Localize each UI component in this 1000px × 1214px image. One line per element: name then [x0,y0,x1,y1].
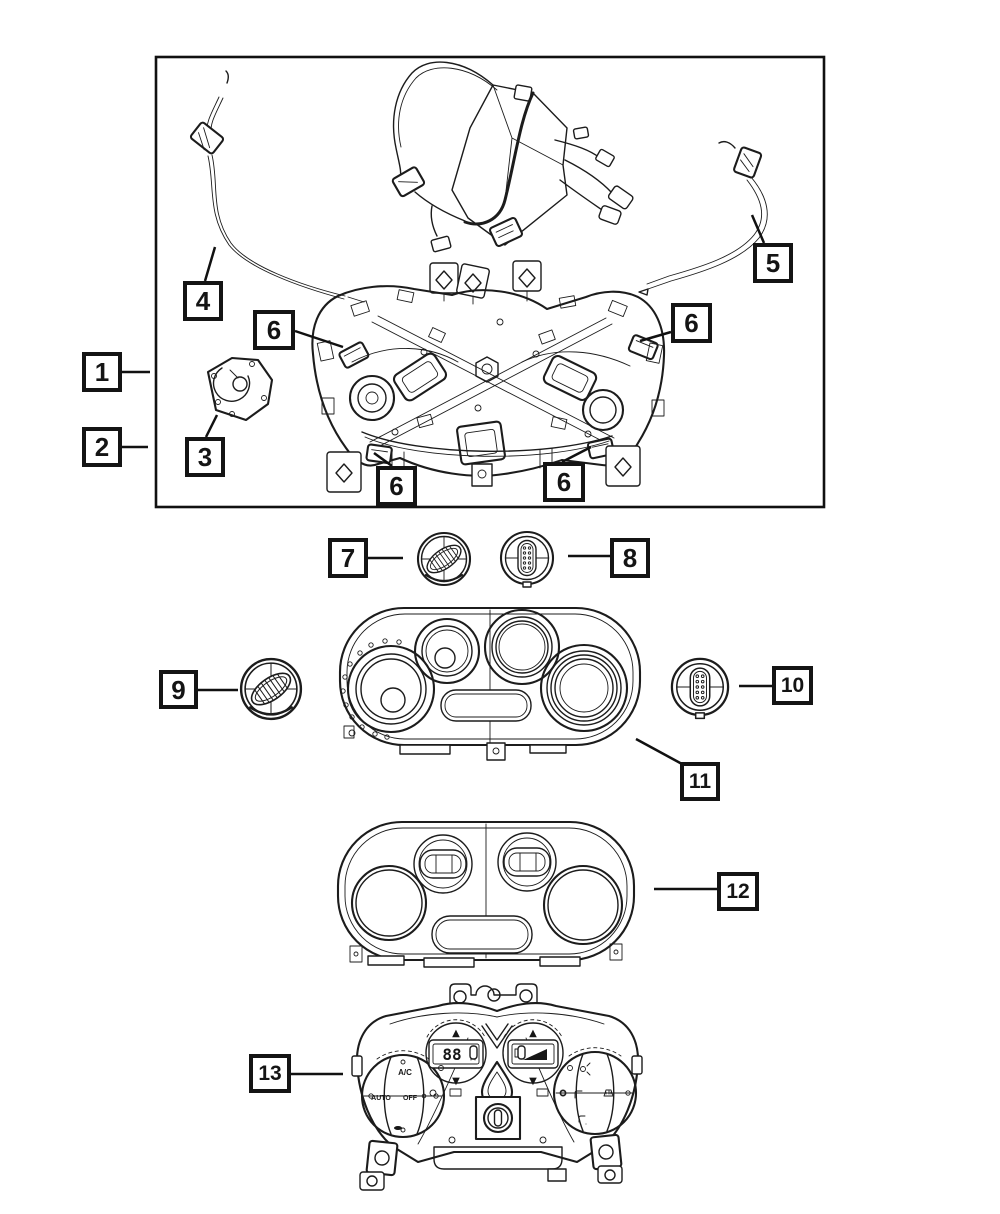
callout-7: 7 [328,538,368,578]
control-bezel-12 [336,820,636,968]
callout-label: 2 [94,432,110,462]
power-knob [474,1095,522,1141]
actuator-3 [206,356,274,422]
callout-13: 13 [249,1054,291,1093]
bracket-assembly [311,260,666,493]
callout-1: 1 [82,352,122,392]
retainer-clip [365,443,393,464]
assembly-boundary-box [154,55,826,509]
cluster-auto-label: AUTO [371,1095,391,1102]
down-arrow-icon: ▼ [529,1076,537,1087]
callout-label: 5 [765,248,781,278]
vent-knob-9 [239,657,303,721]
callout-9: 9 [159,670,198,709]
temperature-display: 88 ▲ ▼ [425,1019,487,1087]
callout-5: 5 [753,243,793,283]
callout-label: 6 [556,467,572,497]
callout-11: 11 [680,762,720,801]
callout-label: 1 [94,357,110,387]
callout-label: 13 [258,1062,282,1085]
callout-label: 11 [688,770,712,793]
down-arrow-icon: ▼ [452,1076,460,1087]
callout-8: 8 [610,538,650,578]
callout-label: 9 [171,674,186,705]
callout-label: 6 [684,308,699,338]
temp-display-value: 88 [442,1045,461,1064]
callout-label: 8 [622,543,638,573]
callout-10: 10 [772,666,813,705]
callout-label: 6 [266,315,282,345]
control-cable-5 [638,140,768,296]
callout-3: 3 [185,437,225,477]
control-cable-4 [189,70,365,303]
callout-label: 10 [780,674,805,697]
airflow-mode-icons [574,1062,614,1125]
ac-heater-control-13: A/C AUTO OFF 88 ▲ ▼ [351,983,643,1191]
cluster-off-label: OFF [403,1095,418,1102]
retainer-clip [338,341,370,369]
up-arrow-icon: ▲ [452,1028,460,1039]
callout-6-top-left: 6 [253,310,295,350]
air-distribution-dial [552,1047,638,1136]
callout-12: 12 [717,872,759,911]
callout-label: 3 [197,442,213,472]
up-arrow-icon: ▲ [529,1028,537,1039]
ac-mode-dial: A/C AUTO OFF [360,1050,446,1139]
callout-label: 7 [340,543,356,573]
cluster-ac-label: A/C [398,1068,412,1077]
callout-6-bottom-right: 6 [543,462,585,502]
callout-label: 6 [389,471,404,501]
callout-6-bottom-left: 6 [376,466,417,506]
callout-label: 4 [195,286,211,316]
vent-knob-8 [499,530,555,589]
main-wiring-harness [391,61,634,253]
vent-knob-7 [416,531,472,587]
callout-label: 12 [726,880,750,903]
callout-2: 2 [82,427,122,467]
control-housing-11 [338,606,642,761]
callout-4: 4 [183,281,223,321]
callout-6-top-right: 6 [671,303,712,343]
leader-lines [122,214,772,1076]
vent-knob-10 [670,657,730,720]
